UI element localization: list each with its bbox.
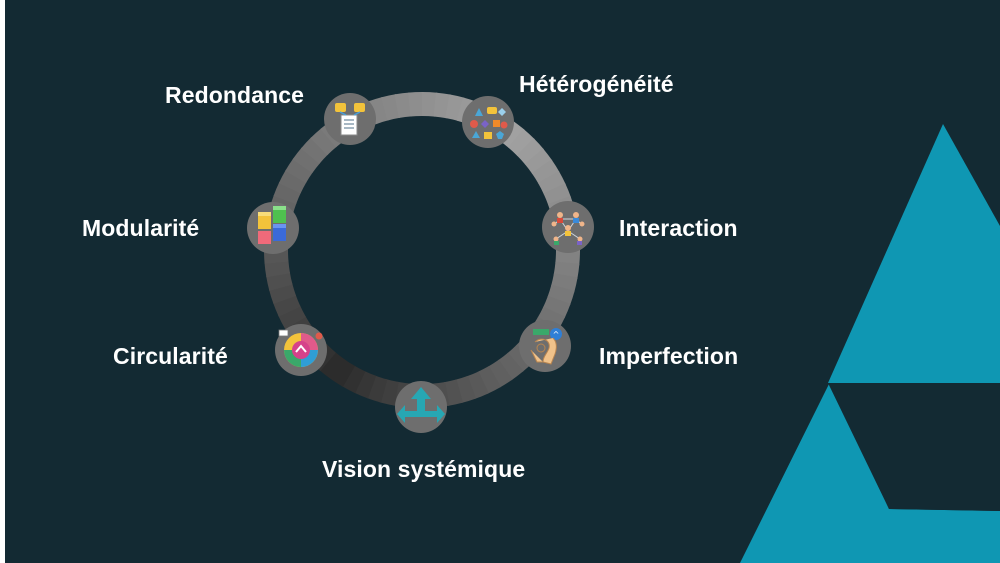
ring-segment bbox=[433, 92, 451, 119]
arrows-split-icon bbox=[397, 387, 445, 423]
ring-segment bbox=[543, 183, 572, 206]
ring-segment bbox=[466, 371, 489, 400]
node-interaction bbox=[542, 201, 594, 253]
ring-segment bbox=[366, 375, 388, 403]
node-heterogeneite bbox=[462, 96, 514, 148]
node-imperfection: ^ bbox=[519, 320, 571, 372]
ring-segment bbox=[310, 127, 337, 156]
ring-segment bbox=[394, 92, 412, 119]
shapes-network-icon bbox=[470, 107, 508, 139]
ring-segment bbox=[477, 365, 501, 394]
ring-segment bbox=[553, 261, 580, 279]
ring-segment bbox=[278, 305, 307, 329]
ring-segment bbox=[285, 158, 314, 184]
node-label-circularite: Circularité bbox=[113, 343, 228, 369]
cycle-diagram: ^ bbox=[247, 92, 1000, 563]
database-document-icon bbox=[335, 103, 365, 136]
ring-segment bbox=[273, 181, 302, 205]
ring-segment bbox=[408, 92, 424, 117]
node-redondance bbox=[324, 93, 376, 145]
node-label-heterogeneite: Hétérogénéité bbox=[519, 71, 674, 97]
ring-segment bbox=[508, 128, 535, 157]
ring-segment bbox=[487, 359, 513, 388]
cubes-icon bbox=[258, 206, 286, 244]
ring-segment bbox=[542, 295, 571, 319]
ring-segment bbox=[531, 159, 560, 185]
circular-cycle-icon bbox=[278, 329, 323, 367]
ring-segment bbox=[266, 271, 293, 291]
ring-segment bbox=[319, 351, 346, 380]
node-label-imperfection: Imperfection bbox=[599, 343, 739, 369]
node-modularite bbox=[247, 202, 299, 254]
ring-segment bbox=[341, 365, 366, 394]
node-label-redondance: Redondance bbox=[165, 82, 305, 108]
svg-text:^: ^ bbox=[553, 330, 560, 339]
ring-segment bbox=[379, 379, 399, 406]
node-label-interaction: Interaction bbox=[619, 215, 738, 241]
ring-segment bbox=[497, 352, 524, 381]
node-circularite bbox=[275, 324, 327, 376]
slide: ^ bbox=[5, 0, 1000, 563]
node-label-vision: Vision systémique bbox=[322, 456, 526, 482]
node-vision bbox=[395, 381, 447, 433]
ring-segment bbox=[292, 147, 321, 174]
ring-segment bbox=[381, 94, 401, 121]
decorative-triangles bbox=[740, 124, 1000, 563]
ring-segment bbox=[551, 273, 578, 293]
node-label-modularite: Modularité bbox=[82, 215, 200, 241]
people-network-icon bbox=[551, 212, 585, 245]
ring-segment bbox=[516, 138, 545, 165]
ring-segment bbox=[524, 148, 553, 175]
triangle-notch bbox=[828, 383, 1000, 511]
ring-segment bbox=[330, 358, 356, 387]
ring-segment bbox=[537, 171, 566, 195]
ring-segment bbox=[264, 260, 291, 278]
hand-ok-icon: ^ bbox=[530, 328, 562, 365]
ring-segment bbox=[353, 370, 377, 399]
ring-segment bbox=[445, 94, 465, 121]
ring-segment bbox=[272, 294, 301, 317]
ring-segment bbox=[547, 284, 575, 306]
ring-segment bbox=[421, 92, 438, 117]
triangle-bottom bbox=[740, 380, 1000, 563]
triangle-top bbox=[828, 124, 1000, 383]
ring-segment bbox=[455, 375, 477, 404]
ring-segment bbox=[278, 169, 307, 194]
ring-segment bbox=[300, 137, 329, 164]
ring-segment bbox=[268, 283, 297, 305]
ring-segment bbox=[443, 379, 463, 406]
